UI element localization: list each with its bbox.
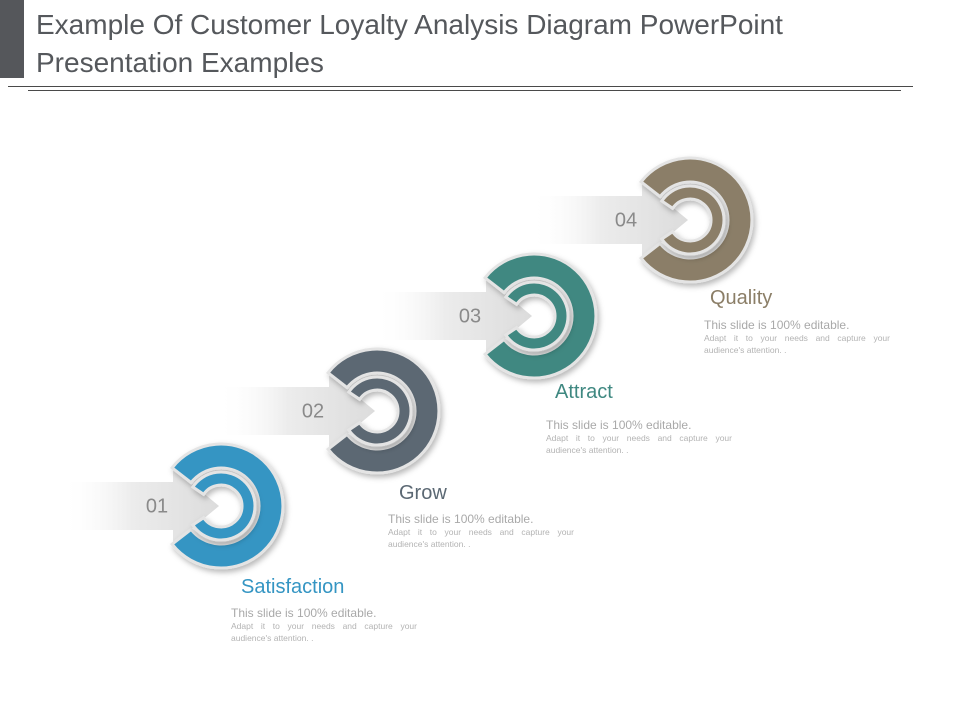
step-2-description: This slide is 100% editable. Adapt it to… (388, 512, 574, 550)
step-4-label: Quality (710, 287, 773, 309)
step-4-description-line-1: This slide is 100% editable. (704, 318, 850, 332)
slide-title: Example Of Customer Loyalty Analysis Dia… (36, 9, 783, 78)
step-4-graphic: 04 (530, 156, 754, 284)
step-2-inner-ring (346, 375, 413, 447)
step-4-description: This slide is 100% editable. Adapt it to… (704, 318, 890, 356)
title-divider-lower (28, 90, 901, 91)
step-1-inner-ring (190, 470, 257, 542)
step-2-arrow (217, 373, 375, 449)
step-3-description: This slide is 100% editable. Adapt it to… (546, 418, 732, 456)
step-1-label: Satisfaction (241, 576, 345, 598)
step-1-arrow (61, 468, 219, 544)
step-3-number: 03 (459, 305, 481, 327)
step-2-description-line-2: Adapt it to your needs and capture your … (388, 527, 574, 549)
step-1-description-line-2: Adapt it to your needs and capture your … (231, 621, 417, 643)
step-2-label: Grow (399, 482, 447, 504)
title-accent-bar (0, 0, 24, 78)
step-4-inner-ring (659, 184, 726, 256)
step-3-inner-ring (503, 280, 570, 352)
step-2-number: 02 (302, 400, 324, 422)
step-1-graphic: 01 (61, 442, 285, 570)
step-3-label: Attract (555, 381, 613, 403)
step-3-outer-ring (482, 252, 598, 380)
step-2-graphic: 02 (217, 347, 441, 475)
step-3-graphic: 03 (374, 252, 598, 380)
step-3-description-line-2: Adapt it to your needs and capture your … (546, 433, 732, 455)
step-4-description-line-2: Adapt it to your needs and capture your … (704, 333, 890, 355)
title-divider-upper (8, 86, 913, 87)
step-1-description-line-1: This slide is 100% editable. (231, 606, 377, 620)
step-1-description: This slide is 100% editable. Adapt it to… (231, 606, 417, 644)
step-1-outer-ring (169, 442, 285, 570)
step-4-number: 04 (615, 209, 637, 231)
step-2-description-line-1: This slide is 100% editable. (388, 512, 534, 526)
step-2-outer-ring (325, 347, 441, 475)
step-4-arrow (530, 182, 688, 258)
step-4-outer-ring (638, 156, 754, 284)
step-1-number: 01 (146, 495, 168, 517)
step-3-arrow (374, 278, 532, 354)
step-3-description-line-1: This slide is 100% editable. (546, 418, 692, 432)
